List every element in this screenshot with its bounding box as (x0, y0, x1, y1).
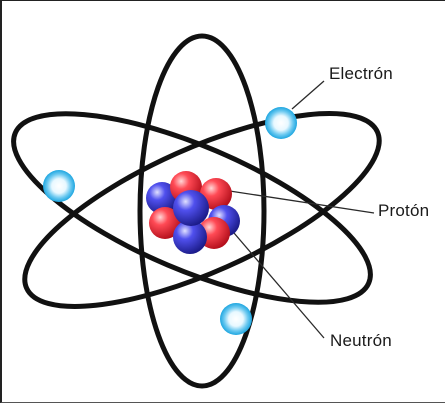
electron-icon (265, 107, 297, 139)
electron-label: Electrón (329, 64, 393, 84)
leader-line-electron (292, 81, 324, 109)
proton-label: Protón (378, 201, 429, 221)
electron-icon (43, 170, 75, 202)
electron-icon (220, 303, 252, 335)
neutron-icon (173, 190, 209, 226)
nucleus (146, 171, 240, 254)
neutron-label: Neutrón (330, 331, 392, 351)
